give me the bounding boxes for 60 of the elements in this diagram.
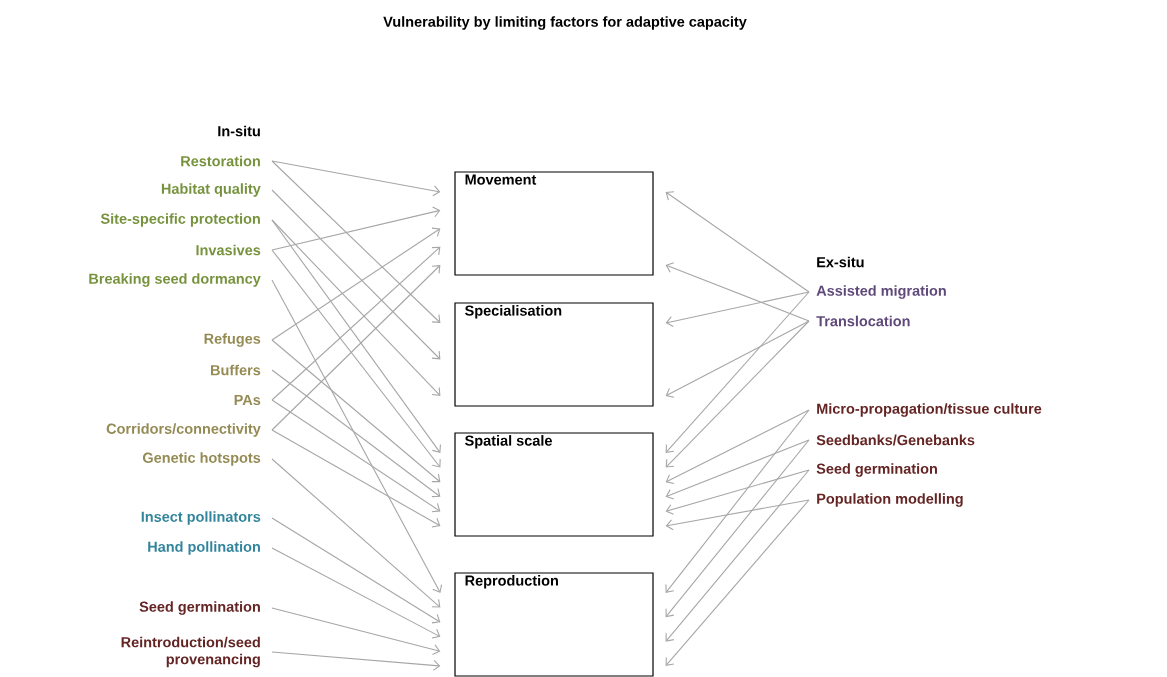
arrow [271,249,441,468]
arrow [271,547,441,639]
factor-box: Spatial scale [454,432,654,537]
arrow [271,429,441,528]
measure-label: Population modelling [817,493,963,507]
arrow [665,469,810,642]
arrow [665,191,810,293]
arrow [665,291,810,327]
arrow [665,409,810,485]
measure-label: Seed germination [816,463,937,477]
arrow [271,517,441,624]
measure-label: Assisted migration [816,285,946,299]
arrow [271,219,441,453]
measure-label: Breaking seed dormancy [89,273,261,287]
measure-label: PAs [234,394,261,406]
arrow [271,246,441,401]
measure-label: Seedbanks/Genebanks [816,434,975,446]
measure-label: Micro-propagation/tissue culture [817,403,1042,417]
arrow [271,189,441,360]
arrow [271,206,441,251]
arrow [271,160,441,323]
factor-box: Reproduction [454,572,654,677]
arrow [665,320,810,468]
group-heading: In-situ [218,125,260,137]
measure-label: Insect pollinators [141,511,261,525]
measure-label: Habitat quality [161,183,261,197]
factor-box: Specialisation [454,302,654,407]
arrow [665,499,810,531]
arrow [665,439,810,500]
arrow [271,651,441,671]
measure-label: Reintroduction/seed provenancing [121,636,260,668]
measure-label: Buffers [211,364,261,376]
arrow [271,399,441,513]
arrow [271,227,441,341]
measure-label: Corridors/connectivity [106,423,261,437]
measure-label: Hand pollination [148,541,260,555]
title: Vulnerability by limiting factors for adaptive capacity [383,16,747,30]
arrow [271,607,441,656]
arrow [665,320,810,398]
arrow [271,458,441,608]
arrow [665,499,810,666]
factor-box: Movement [454,171,654,276]
arrow [271,265,441,431]
measure-label: Translocation [816,315,910,327]
arrow [271,160,441,197]
arrow [271,369,441,498]
measure-label: Seed germination [139,601,260,615]
arrow [271,339,441,483]
measure-label: Invasives [196,244,261,256]
group-heading: Ex-situ [817,256,864,268]
arrow [665,291,810,453]
measure-label: Site-specific protection [100,213,260,227]
arrow [665,439,810,618]
arrow [665,262,810,322]
measure-label: Refuges [204,333,261,347]
arrow [665,409,810,593]
arrow [271,279,443,593]
measure-label: Genetic hotspots [143,452,261,466]
arrow [665,469,810,515]
measure-label: Restoration [181,155,260,167]
